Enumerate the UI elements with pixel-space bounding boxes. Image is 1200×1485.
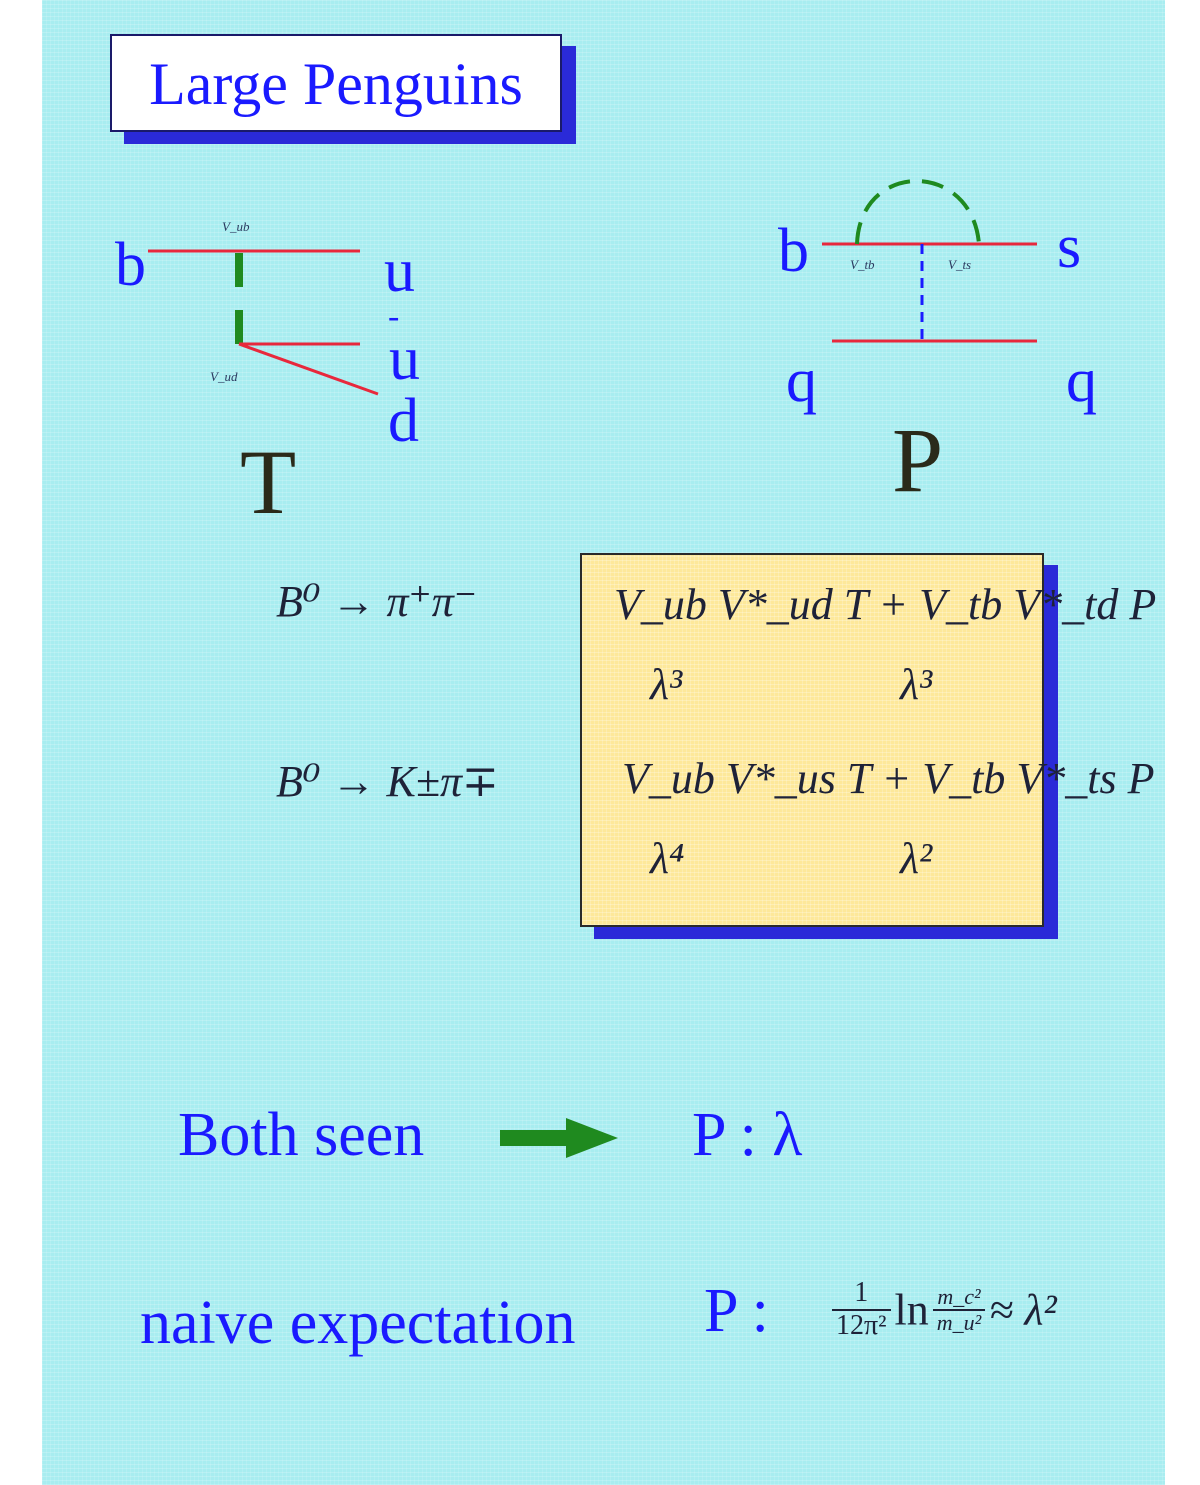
penguin-b-label: b [778,217,809,285]
mass-ratio: m_c² m_u² [932,1284,986,1335]
naive-expectation-text: naive expectation [140,1289,576,1357]
conclusion-result: P : λ [692,1101,803,1169]
tree-u-label: u [384,237,415,305]
decay-2-lhs: B⁰ → K±π∓ [276,757,499,806]
mass-numerator: m_c² [932,1284,986,1311]
tree-diagram-name: T [240,431,297,533]
tree-vub-label: V_ub [222,219,250,234]
frac-numerator: 1 [832,1277,891,1311]
one-over-twelve-pi-squared: 1 12π² [832,1277,891,1342]
title-box: Large Penguins [110,34,562,132]
penguin-vts-label: V_ts [948,257,972,272]
penguin-s-label: s [1057,213,1082,281]
decay-2-amplitude: V_ub V*_us T + V_tb V*_ts P [622,754,1155,803]
tree-d-label: d [388,387,419,455]
frac-denominator: 12π² [836,1309,887,1341]
ln-symbol: ln [894,1285,929,1335]
amplitude-box: V_ub V*_ud T + V_tb V*_td P λ³ λ³ V_ub V… [580,553,1156,927]
penguin-vtb-label: V_tb [850,257,875,272]
mass-denominator: m_u² [936,1309,982,1335]
decay-1-amplitude: V_ub V*_ud T + V_tb V*_td P [614,580,1157,629]
approx-lambda-squared: ≈ λ² [989,1285,1057,1335]
slide: Large Penguins b u - u d V_ub V_ud T b s… [42,0,1165,1485]
penguin-q-left-label: q [786,347,817,415]
expectation-formula: 1 12π² ln m_c² m_u² ≈ λ² [832,1277,1057,1342]
tree-d-line [238,342,379,396]
tree-b-label: b [115,231,146,299]
decay-1-t-order: λ³ [650,660,683,709]
penguin-diagram-name: P [892,409,944,511]
decay-2-p-order: λ² [900,834,933,883]
tree-ubar-label: u [389,325,420,393]
tree-diagram [148,179,1037,396]
penguin-w-loop [855,179,981,245]
tree-vud-label: V_ud [210,369,238,384]
decay-1-p-order: λ³ [900,660,933,709]
slide-title: Large Penguins [149,51,523,117]
both-seen-text: Both seen [178,1101,425,1169]
expectation-p-label: P : [704,1277,769,1345]
decay-1-lhs: B⁰ → π⁺π⁻ [276,577,478,626]
right-arrow-icon [500,1118,618,1158]
penguin-q-right-label: q [1066,347,1097,415]
tree-ubar-bar: - [388,298,400,335]
decay-2-t-order: λ⁴ [650,834,685,883]
